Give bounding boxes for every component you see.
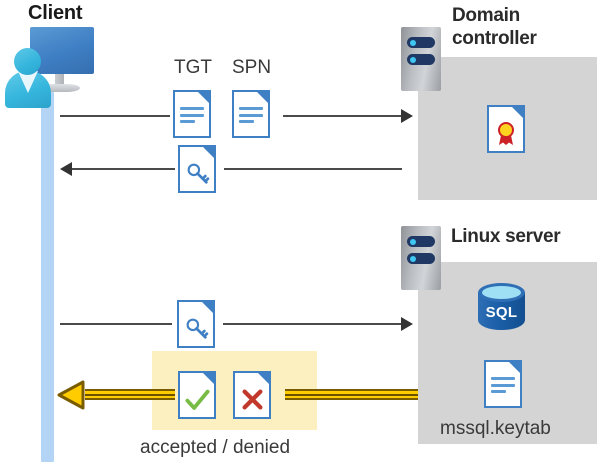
flow-arrowhead-2 (60, 162, 72, 176)
page-title-client: Client (28, 2, 83, 24)
key-icon (186, 318, 209, 339)
person-collar-icon (18, 71, 38, 93)
label-accepted-denied: accepted / denied (140, 437, 291, 458)
key-document-icon-reply (178, 145, 216, 193)
rack-led-icon (407, 37, 435, 48)
document-icon-keytab (484, 360, 522, 408)
check-document-icon-accepted (178, 371, 216, 419)
flow-arrowhead-3 (401, 317, 413, 331)
document-lines-icon (180, 107, 204, 127)
certificate-seal-icon (498, 122, 514, 145)
document-icon-spn (232, 90, 270, 138)
rack-led-icon (407, 54, 435, 65)
monitor-base-icon (40, 84, 80, 92)
client-workstation-icon (4, 24, 100, 108)
document-lines-icon (491, 377, 515, 397)
person-head-icon (14, 48, 41, 75)
label-spn: SPN (232, 57, 272, 78)
label-tgt: TGT (174, 57, 212, 78)
key-document-icon-request (177, 300, 215, 348)
document-lines-icon (239, 107, 263, 127)
response-arrow-line-right (285, 389, 418, 400)
server-rack-icon-dc (401, 27, 441, 91)
document-icon-tgt (173, 90, 211, 138)
flow-line-3-right (223, 323, 402, 325)
flow-arrowhead-1 (401, 109, 413, 123)
page-title-domain-controller: Domain controller (452, 5, 537, 50)
monitor-screen-icon (30, 27, 94, 74)
page-title-linux-server: Linux server (451, 226, 561, 247)
flow-line-2-left (72, 168, 175, 170)
server-rack-icon-linux (401, 226, 441, 290)
response-arrowhead (57, 380, 85, 410)
certificate-document-icon (487, 105, 525, 153)
monitor-neck-icon (55, 74, 64, 86)
check-icon (185, 389, 210, 410)
rack-led-icon (407, 253, 435, 264)
response-arrow-line-left (85, 389, 175, 400)
sql-label: SQL (485, 304, 518, 321)
client-lifeline (41, 92, 54, 462)
flow-line-1-left (60, 115, 170, 117)
flow-line-3-left (60, 323, 172, 325)
flow-line-1-right (283, 115, 402, 117)
x-icon (242, 389, 263, 410)
label-mssql-keytab: mssql.keytab (440, 418, 551, 439)
rack-led-icon (407, 236, 435, 247)
x-document-icon-denied (233, 371, 271, 419)
sql-database-icon: SQL (478, 283, 525, 337)
key-icon (187, 163, 210, 184)
flow-line-2-right (224, 168, 402, 170)
